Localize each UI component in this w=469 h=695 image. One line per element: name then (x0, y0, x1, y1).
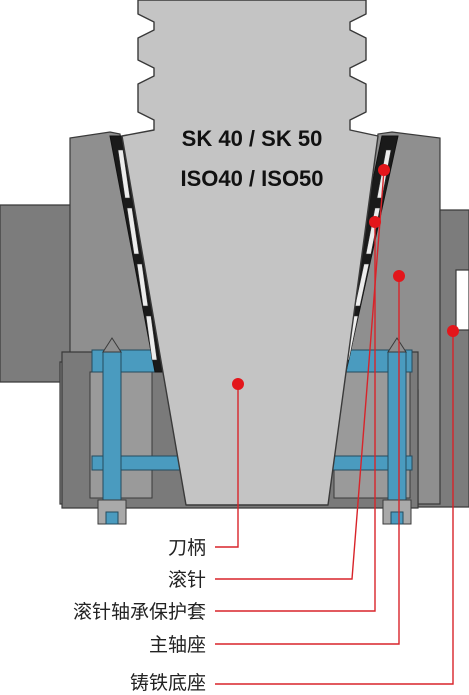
label-spindle-seat: 主轴座 (149, 634, 206, 656)
needle-rollers-left (117, 149, 158, 361)
bearing-bolt-right (387, 351, 407, 501)
leader-line-tool-holder (215, 384, 239, 548)
bolt-tip-right (387, 337, 407, 353)
marker-cast-iron-base (447, 325, 459, 337)
cast-iron-base-slot (455, 269, 469, 331)
holder-title-line1: SK 40 / SK 50 (182, 126, 323, 151)
label-tool-holder: 刀柄 (168, 537, 206, 559)
label-needle-roller: 滚针 (168, 569, 206, 591)
bolt-cap-right (390, 511, 404, 525)
marker-spindle-seat (393, 270, 405, 282)
bearing-bolt-left (102, 351, 122, 501)
marker-needle-sleeve (369, 216, 381, 228)
leader-line-needle-sleeve (215, 222, 376, 612)
bearing-band-left (91, 349, 161, 373)
marker-tool-holder (232, 378, 244, 390)
marker-needle-roller (378, 164, 390, 176)
label-cast-iron-base: 铸铁底座 (130, 672, 206, 694)
holder-title-line2: ISO40 / ISO50 (180, 166, 323, 191)
tool-holder-taper (121, 0, 379, 506)
leader-line-needle-roller (215, 169, 385, 580)
label-needle-bearing-sleeve: 滚针轴承保护套 (73, 601, 206, 623)
bolt-cap-left (105, 511, 119, 525)
leader-line-spindle-seat (215, 276, 400, 645)
leader-line-cast-iron-base (215, 331, 454, 685)
bolt-tip-left (102, 337, 122, 353)
